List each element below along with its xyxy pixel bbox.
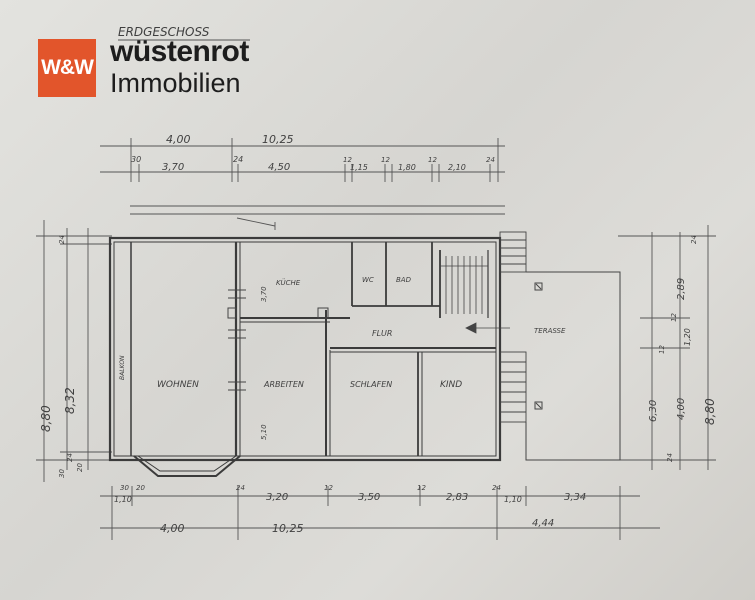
dim-right-total: 8,80: [703, 398, 717, 425]
dim-top-overall-right: 10,25: [262, 133, 294, 146]
room-label-kind: KIND: [440, 380, 462, 390]
brand-line2: Immobilien: [110, 68, 241, 98]
dim-top-24b: 24: [486, 156, 495, 164]
dim-right-24b: 24: [666, 453, 674, 462]
dim-top-24: 24: [233, 155, 243, 164]
dim-right-12a: 12: [658, 345, 666, 354]
dim-right-12b: 12: [670, 313, 678, 322]
dim-top-180: 1,80: [398, 163, 416, 172]
dim-right-289: 2,89: [676, 278, 687, 300]
dim-bottom-12a: 12: [324, 484, 333, 492]
bottom-dimension-lines: [100, 486, 660, 540]
room-label-wc: WC: [362, 276, 374, 284]
dim-kueche-height: 3,70: [260, 286, 268, 302]
dim-bottom-30: 30: [120, 484, 129, 492]
dim-left-24b: 24: [66, 453, 74, 462]
dim-bottom-334: 3,34: [564, 492, 586, 503]
dim-top-12a: 12: [343, 156, 352, 164]
dim-bottom-24: 24: [236, 484, 245, 492]
dim-left-20: 20: [76, 463, 84, 472]
room-label-bad: BAD: [396, 276, 412, 284]
dim-left-inner: 8,32: [63, 387, 77, 414]
dim-left-total: 8,80: [39, 405, 53, 432]
dim-left-30: 30: [58, 469, 66, 478]
dim-bottom-overall-left: 4,00: [160, 522, 185, 535]
dim-left-24: 24: [58, 235, 66, 244]
dim-right-120: 1,20: [683, 328, 692, 346]
dim-bottom-320: 3,20: [266, 492, 288, 503]
dim-top-115: 1,15: [350, 163, 368, 172]
dim-bottom-overall-mid: 10,25: [272, 522, 304, 535]
window-marks: [227, 289, 329, 391]
dim-top-450: 4,50: [268, 162, 290, 173]
room-label-balkon: BALKON: [119, 355, 126, 380]
dim-bottom-overall-right: 4,44: [532, 518, 554, 529]
wuestenrot-logo: W&W: [38, 39, 96, 97]
dim-right-24: 24: [690, 235, 698, 244]
room-label-flur: FLUR: [372, 329, 392, 338]
dim-right-630: 6,30: [648, 400, 659, 422]
dim-bottom-350: 3,50: [358, 492, 380, 503]
logo-mark: W&W: [41, 56, 94, 79]
dim-top-370: 3,70: [162, 162, 184, 173]
dim-bottom-24b: 24: [492, 484, 501, 492]
dim-bottom-20: 20: [136, 484, 145, 492]
plan-title: ERDGESCHOSS: [118, 25, 210, 39]
dim-top-210: 2,10: [448, 163, 466, 172]
brand-name: wüstenrot Immobilien: [110, 37, 249, 97]
top-dimension-lines: [100, 138, 505, 230]
dim-bottom-110-right: 1,10: [504, 495, 522, 504]
room-label-schlafen: SCHLAFEN: [350, 380, 392, 389]
dim-top-overall-left: 4,00: [166, 133, 191, 146]
terrace-outline: [525, 271, 621, 461]
room-label-kueche: KÜCHE: [276, 278, 301, 287]
left-dimension-lines: [36, 220, 112, 482]
brand-line1: wüstenrot: [110, 35, 249, 68]
dim-right-400: 4,00: [676, 398, 687, 420]
exterior-stairs: [499, 231, 527, 423]
room-label-terrasse: TERASSE: [534, 327, 566, 335]
dim-arbeiten-height: 5,10: [260, 424, 268, 440]
right-dimension-lines: [618, 225, 716, 470]
dim-top-30: 30: [131, 155, 141, 164]
staircase: [440, 256, 510, 334]
building-walls: [108, 236, 502, 477]
room-label-arbeiten: ARBEITEN: [263, 380, 304, 389]
dim-bottom-283: 2,83: [446, 492, 468, 503]
room-label-wohnen: WOHNEN: [157, 380, 199, 390]
dim-top-12b: 12: [381, 156, 390, 164]
dim-bottom-12b: 12: [417, 484, 426, 492]
dim-bottom-110-left: 1,10: [114, 495, 132, 504]
dim-top-12c: 12: [428, 156, 437, 164]
